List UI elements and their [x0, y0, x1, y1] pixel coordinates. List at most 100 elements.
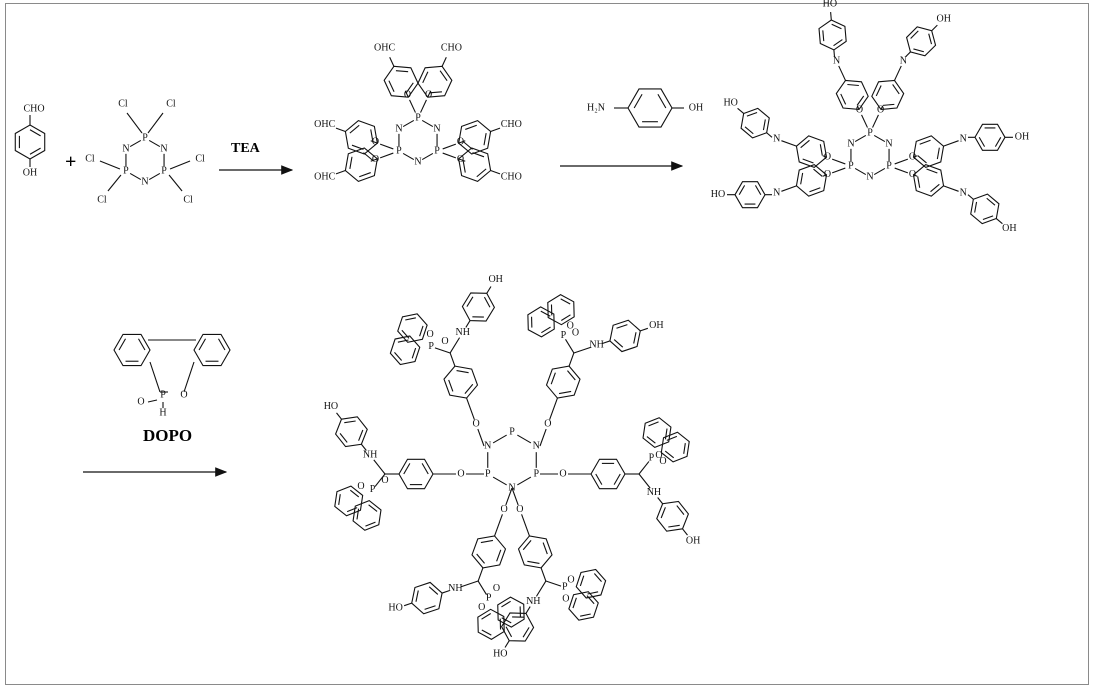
- substituent-bond: [379, 152, 394, 159]
- bond: [389, 57, 395, 67]
- bond: [521, 514, 530, 537]
- double-bond: [668, 524, 680, 528]
- double-bond: [466, 296, 474, 307]
- product-oxygen: O: [544, 419, 551, 430]
- bond: [833, 49, 836, 57]
- bond: [638, 461, 650, 475]
- bond: [449, 352, 456, 367]
- bond: [995, 218, 1003, 225]
- amine-nh: NH: [363, 449, 377, 460]
- product-aryl-ring: [517, 535, 553, 569]
- phenol-oh-label: OH: [689, 102, 703, 113]
- double-bond: [465, 124, 477, 130]
- double-bond: [746, 111, 758, 117]
- double-bond: [29, 129, 41, 137]
- imine-nitrogen: N: [960, 133, 967, 144]
- dopo-phosphorus: P: [370, 484, 376, 495]
- bond: [460, 580, 479, 588]
- bond: [370, 158, 378, 162]
- phosphorus-atom: P: [509, 426, 515, 437]
- double-bond: [405, 317, 416, 321]
- bond: [856, 105, 860, 110]
- phenol-oh-label: OH: [936, 14, 950, 25]
- double-bond: [666, 435, 678, 441]
- nitrogen-atom: N: [484, 440, 491, 451]
- double-bond: [462, 160, 466, 173]
- double-bond: [351, 144, 364, 150]
- dopo-biphenyl-ring: [642, 417, 672, 449]
- double-bond: [359, 172, 371, 178]
- aldehyde-label: CHO: [501, 119, 522, 130]
- phenol-oh-label: OH: [488, 274, 502, 285]
- dopo-biphenyl-ring: [575, 568, 607, 599]
- bond: [370, 140, 378, 144]
- bond: [913, 174, 918, 177]
- amine-nh: NH: [647, 487, 661, 498]
- phosphorus-atom: P: [886, 160, 892, 171]
- aldehyde-aryl-ring: [458, 147, 492, 183]
- substituent-bond: [539, 428, 547, 447]
- bond: [549, 397, 558, 420]
- chlorine-atom: Cl: [85, 153, 95, 164]
- double-bond: [856, 95, 865, 106]
- aldehyde-label: CHO: [501, 172, 522, 183]
- bond: [657, 497, 664, 505]
- dopo-biphenyl-ring: [660, 431, 690, 463]
- substituent-bond: [409, 99, 416, 113]
- double-bond: [809, 187, 821, 193]
- double-bond: [394, 352, 403, 361]
- bond: [360, 443, 367, 451]
- nitrogen-atom: N: [395, 123, 402, 134]
- schiff-aryl-ring: [871, 79, 905, 111]
- product-oxygen: O: [516, 504, 523, 515]
- double-bond: [424, 605, 436, 610]
- product-ring-bond: [517, 476, 532, 486]
- double-bond: [982, 215, 994, 221]
- double-bond: [395, 70, 409, 73]
- double-bond: [802, 158, 814, 164]
- phosphorus-atom: P: [142, 132, 148, 143]
- double-bond: [683, 443, 686, 454]
- double-bond: [910, 30, 919, 39]
- aldehyde-ring-bond: [421, 119, 434, 128]
- double-bond: [501, 600, 511, 608]
- substituent-bond: [511, 487, 519, 506]
- dopo-phosphorus: P: [428, 341, 434, 352]
- nitrogen-atom: N: [160, 143, 167, 154]
- bond: [404, 90, 409, 98]
- amine-nh: NH: [526, 596, 540, 607]
- nitrogen-atom: N: [433, 123, 440, 134]
- bond: [458, 158, 466, 162]
- dopo-biphenyl-ring: [389, 335, 421, 366]
- bond: [147, 112, 164, 134]
- hccp-ring-bond: [129, 172, 142, 181]
- double-bond: [800, 139, 810, 149]
- bond: [638, 473, 651, 489]
- nitrogen-atom: N: [847, 138, 854, 149]
- bond: [441, 589, 450, 594]
- dopo-po-oxygen: O: [137, 396, 144, 407]
- dopo-biphenyl-ring: [352, 499, 382, 531]
- bond: [967, 194, 974, 200]
- phosphorus-atom: P: [867, 127, 873, 138]
- double-bond: [974, 201, 978, 213]
- double-bond: [439, 70, 448, 81]
- bond: [640, 327, 649, 332]
- amine-nh: NH: [589, 340, 603, 351]
- product-ring-bond: [492, 476, 507, 486]
- imine-nitrogen: N: [960, 187, 967, 198]
- bond: [573, 346, 592, 354]
- double-bond: [676, 505, 685, 515]
- substituent-bond: [505, 487, 513, 506]
- schiff-aryl-ring: [970, 193, 1000, 225]
- bond: [602, 340, 611, 345]
- aldehyde-aryl-ring: [383, 65, 419, 98]
- double-bond: [633, 332, 637, 344]
- bond: [183, 361, 195, 393]
- schiff-ring-bond: [854, 167, 867, 176]
- aldehyde-ring-bond: [402, 119, 415, 128]
- imine-nitrogen: N: [773, 187, 780, 198]
- schiff-aryl-ring: [912, 135, 945, 169]
- double-bond: [476, 553, 485, 564]
